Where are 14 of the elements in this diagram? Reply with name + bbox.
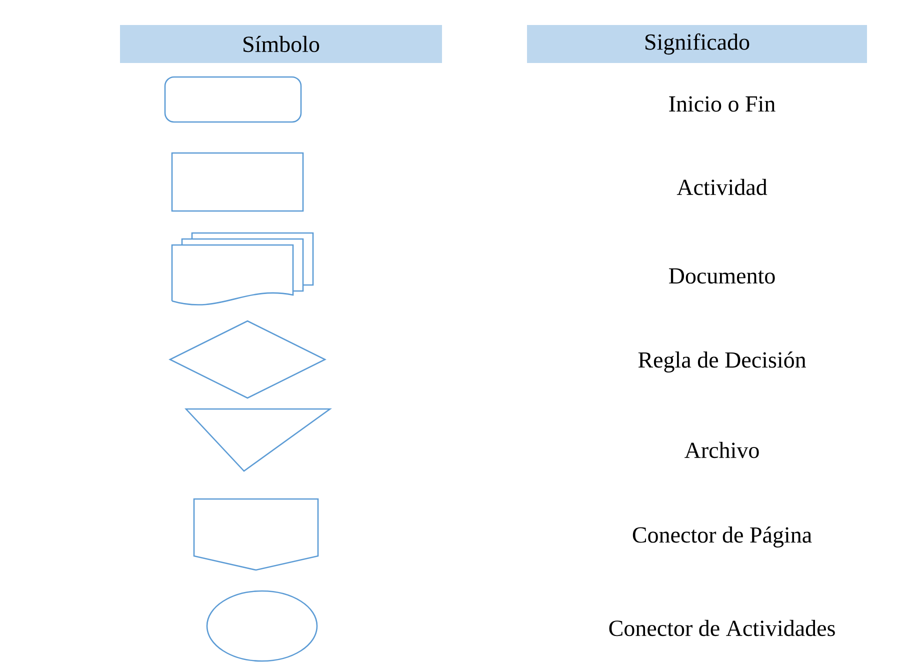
document-symbol <box>171 232 314 306</box>
meaning-text: Archivo <box>684 442 759 458</box>
connector-symbol <box>206 590 318 662</box>
header-cell: Significado <box>527 25 867 63</box>
header-cell: Símbolo <box>120 25 442 63</box>
meaning-text: Regla de Decisión <box>638 352 806 372</box>
meaning-text: Conector de Página <box>632 526 812 548</box>
meaning-text: Inicio o Fin <box>669 96 776 112</box>
off-page-connector-symbol <box>193 498 319 571</box>
meaning-text: Actividad <box>676 178 768 196</box>
terminal-symbol <box>164 76 302 123</box>
process-symbol <box>171 152 304 212</box>
meaning-text: Documento <box>669 268 775 284</box>
meaning-text: Conector de Actividades <box>609 620 835 636</box>
